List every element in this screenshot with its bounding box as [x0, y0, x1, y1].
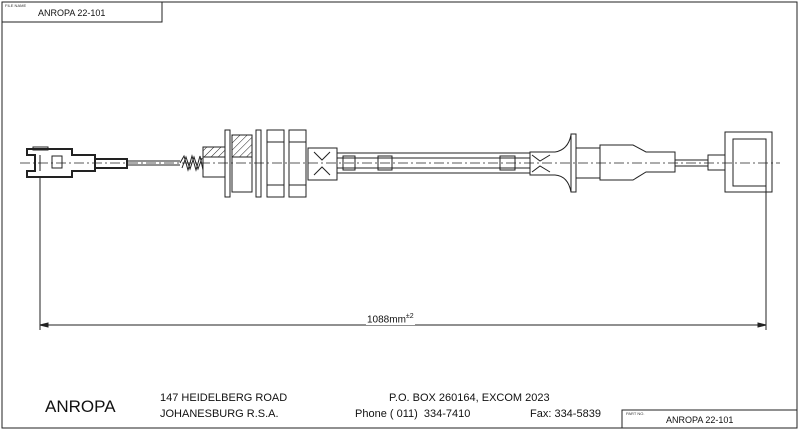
dimension-tolerance: ±2 [405, 313, 414, 320]
address-line1: 147 HEIDELBERG ROAD [160, 392, 288, 404]
part-no-box [621, 409, 798, 429]
dimension-value: 1088 [367, 314, 390, 326]
company-name: ANROPA [45, 397, 116, 416]
ferrule-left [307, 147, 338, 181]
clevis-end [26, 146, 128, 178]
part-no: ANROPA 22-101 [666, 415, 734, 425]
fax: Fax: 334-5839 [530, 408, 601, 420]
address-line2: JOHANESBURG R.S.A. [160, 408, 279, 420]
lock-nut-2 [288, 129, 307, 198]
dimension-line [39, 177, 767, 330]
square-end-fitting [707, 131, 773, 193]
file-name-box [1, 1, 163, 23]
file-name-label: FILE NAME [5, 3, 27, 8]
phone-label: Phone [355, 408, 387, 420]
dimension-label: 1088mm±2 [366, 313, 415, 326]
phone-number: ( 011) 334-7410 [389, 408, 471, 420]
outer-casing [337, 152, 530, 174]
phone: Phone ( 011) 334-7410 [355, 408, 470, 420]
po-box: P.O. BOX 260164, EXCOM 2023 [389, 392, 550, 404]
spring [179, 154, 204, 172]
rubber-boot [599, 144, 676, 181]
dimension-unit: mm [389, 314, 406, 326]
file-name: ANROPA 22-101 [38, 8, 106, 18]
part-no-label: PART NO. [626, 411, 645, 416]
adjuster-body [202, 129, 262, 198]
lock-nut-1 [266, 129, 285, 198]
